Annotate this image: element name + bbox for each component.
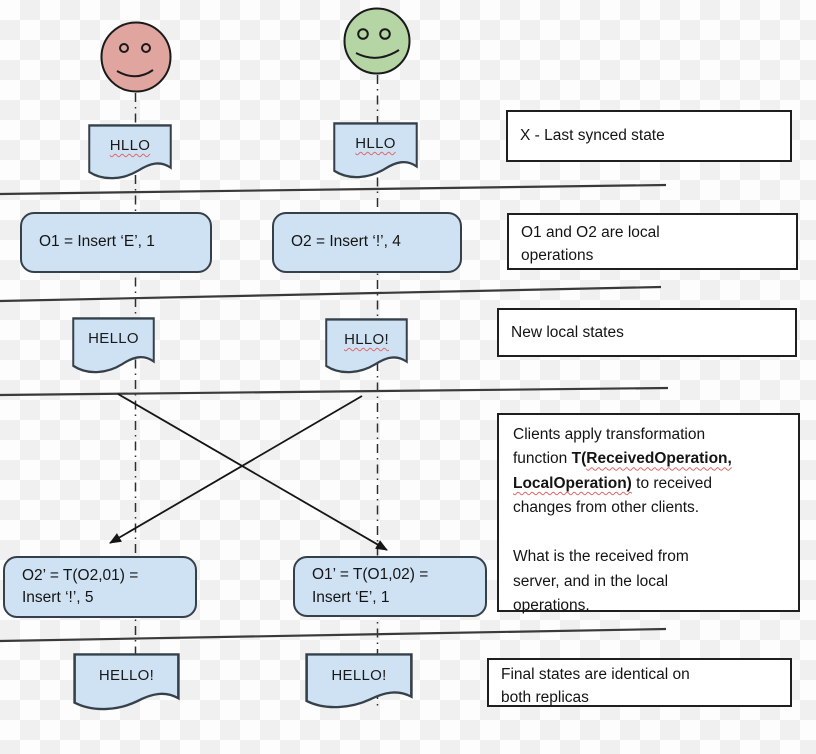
arrow-o2-to-client1: [109, 395, 363, 544]
annotation-text: O1 and O2 are local operations: [521, 224, 660, 265]
operation-text: O1’ = T(O1,02) = Insert ‘E’, 1: [312, 566, 429, 606]
operation-box-o2-transformed: O2’ = T(O2,01) = Insert ‘!’, 5: [3, 556, 197, 618]
document-client1-final: HELLO!: [73, 653, 180, 712]
annotation-rich-text: Clients apply transformation function T(…: [513, 426, 732, 615]
annotation-text: New local states: [511, 323, 624, 341]
sync-divider-line-1: [0, 183, 667, 196]
annotation-text: Final states are identical on both repli…: [501, 666, 690, 707]
document-shape: [73, 653, 180, 711]
annotation-new-local-states: New local states: [497, 308, 797, 357]
document-client1-initial: HLLO: [88, 124, 172, 181]
operation-box-o1-transformed: O1’ = T(O1,02) = Insert ‘E’, 1: [293, 556, 487, 617]
annotation-final-states: Final states are identical on both repli…: [487, 658, 792, 707]
sync-divider-line-3: [0, 386, 669, 397]
operation-text: O2 = Insert ‘!’, 4: [291, 233, 401, 251]
document-client2-initial: HLLO: [333, 122, 418, 180]
annotation-local-operations: O1 and O2 are local operations: [507, 213, 798, 270]
document-client2-after-op: HLLO!: [325, 318, 408, 375]
document-text: HELLO!: [98, 667, 155, 684]
document-client2-final: HELLO!: [305, 653, 413, 710]
document-text: HLLO: [355, 135, 396, 152]
document-shape: [333, 122, 418, 179]
annotation-text: X - Last synced state: [520, 127, 665, 145]
document-shape: [72, 317, 155, 374]
operation-box-o2: O2 = Insert ‘!’, 4: [272, 212, 462, 273]
sync-divider-line-2: [0, 285, 662, 303]
client1-face-icon: [100, 21, 172, 93]
client2-face-icon: [343, 7, 411, 75]
arrow-o1-to-client2: [117, 393, 388, 551]
document-text: HELLO!: [331, 667, 387, 684]
operation-box-o1: O1 = Insert ‘E’, 1: [20, 212, 212, 273]
document-client1-after-op: HELLO: [72, 317, 155, 375]
document-shape: [88, 124, 172, 180]
operation-text: O1 = Insert ‘E’, 1: [39, 233, 155, 251]
document-text: HELLO: [88, 330, 139, 347]
operation-text: O2’ = T(O2,01) = Insert ‘!’, 5: [22, 566, 139, 606]
annotation-transformation-function: Clients apply transformation function T(…: [497, 413, 800, 614]
sync-divider-line-4: [0, 627, 667, 643]
document-text: HLLO: [109, 137, 151, 154]
annotation-last-synced-state: X - Last synced state: [506, 110, 792, 162]
document-text: HLLO!: [344, 331, 389, 348]
document-shape: [305, 653, 413, 709]
document-shape: [325, 318, 408, 374]
